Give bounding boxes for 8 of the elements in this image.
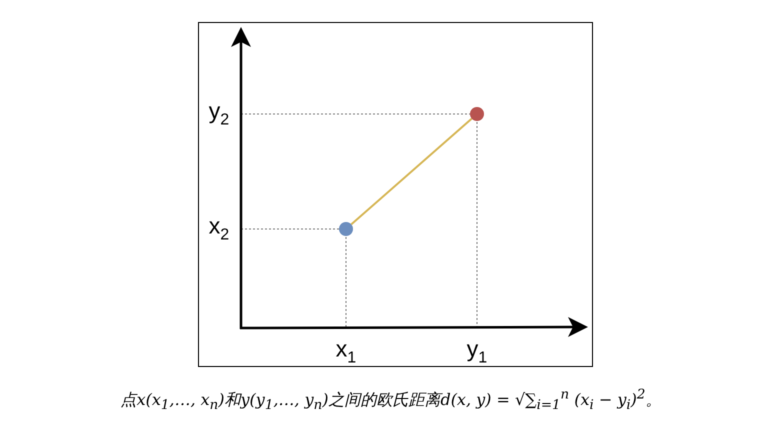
connecting-line: [350, 118, 472, 226]
point-marker: [470, 107, 484, 121]
tick-label: y$_{2}$: [208, 100, 230, 128]
tick-label: x$_{1}$: [336, 338, 356, 366]
caption: 点x(x$_{1}$,…, x$_{n}$)和y(y$_{1}$,…, y$_{n}$)之间的欧氏距离d(x, y) = √∑$_{i=1}$$^{n}$ (x$_{i}$ − y$_{i}$)$^{2}$。: [120, 390, 662, 410]
tick-label: y$_{1}$: [466, 338, 488, 366]
tick-label: x$_{2}$: [208, 214, 230, 244]
point-marker: [339, 222, 353, 236]
